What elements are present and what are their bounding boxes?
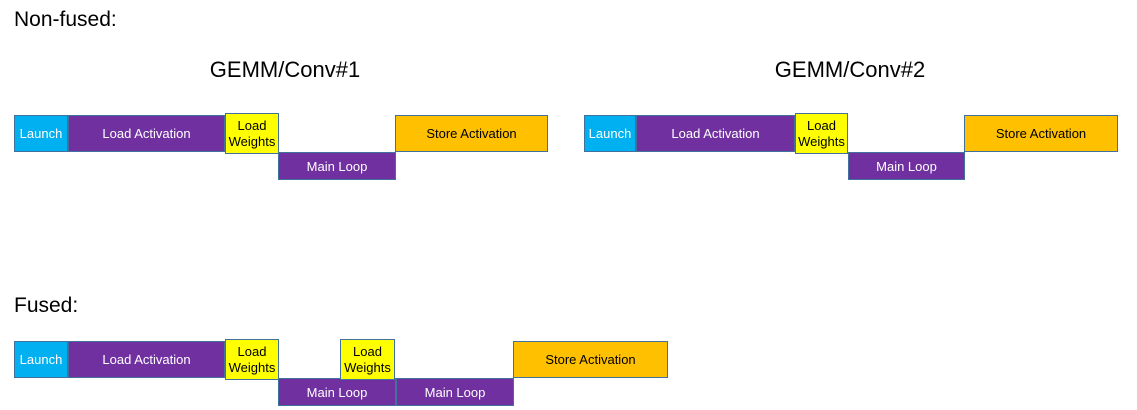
timeline-bar-store-activation[interactable]: Store Activation [395,115,548,152]
timeline-bar-store-activation[interactable]: Store Activation [513,341,668,378]
timeline-bar-load-activation[interactable]: Load Activation [68,341,225,378]
timeline-bar-label: Main Loop [306,158,368,174]
timeline-bar-main-loop[interactable]: Main Loop [396,378,514,406]
timeline-bar-label: Store Activation [426,126,517,141]
group-title-gemm-conv-2: GEMM/Conv#2 [774,57,926,82]
section-label-non-fused: Non-fused: [14,8,117,31]
timeline-bar-label: Launch [19,126,63,141]
timeline-bar-load-weights[interactable]: Load Weights [225,339,279,380]
timeline-bar-label: Launch [19,352,63,367]
timeline-bar-label: Launch [588,126,632,141]
timeline-bar-launch[interactable]: Launch [14,341,68,378]
timeline-bar-launch[interactable]: Launch [584,115,636,152]
group-title-gemm-conv-1: GEMM/Conv#1 [209,57,361,82]
timeline-bar-load-weights[interactable]: Load Weights [225,113,279,154]
timeline-bar-main-loop[interactable]: Main Loop [278,152,396,180]
timeline-bar-label: Load Weights [798,117,845,149]
timeline-bar-label: Main Loop [424,384,486,400]
timeline-bar-label: Load Weights [228,343,276,375]
timeline-bar-load-weights[interactable]: Load Weights [795,113,848,154]
timeline-bar-label: Load Weights [228,117,276,149]
timeline-bar-label: Main Loop [306,384,368,400]
timeline-bar-label: Main Loop [876,158,937,174]
timeline-bar-label: Store Activation [545,352,636,367]
timeline-bar-label: Load Activation [102,352,191,367]
timeline-bar-main-loop[interactable]: Main Loop [848,152,965,180]
timeline-bar-launch[interactable]: Launch [14,115,68,152]
timeline-bar-store-activation[interactable]: Store Activation [964,115,1118,152]
section-label-fused: Fused: [14,294,79,317]
timeline-bar-label: Load Activation [671,126,760,141]
timeline-bar-label: Load Activation [102,126,191,141]
timeline-bar-label: Load Weights [344,343,391,375]
timeline-bar-load-activation[interactable]: Load Activation [636,115,795,152]
timeline-bar-load-activation[interactable]: Load Activation [68,115,225,152]
timeline-bar-main-loop[interactable]: Main Loop [278,378,396,406]
timeline-bar-load-weights[interactable]: Load Weights [340,339,395,380]
timeline-bar-label: Store Activation [995,126,1087,141]
